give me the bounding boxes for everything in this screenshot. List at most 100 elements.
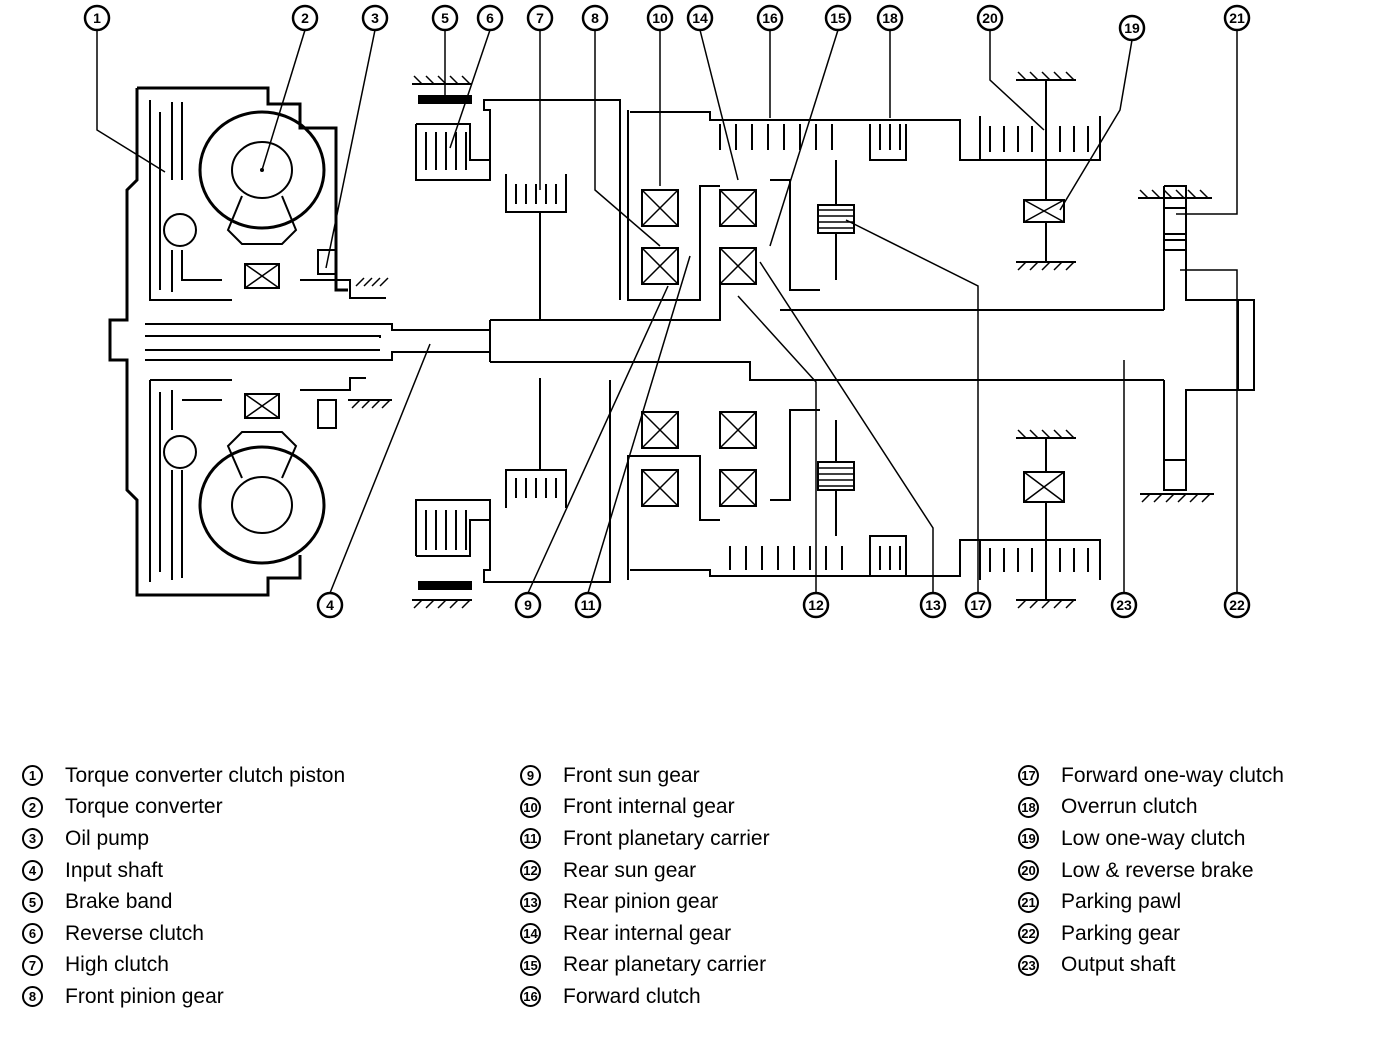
legend-label: High clutch — [65, 953, 169, 977]
legend-number: 14 — [520, 923, 541, 945]
high-clutch — [505, 174, 567, 508]
callout-8: 8 — [581, 4, 609, 32]
legend-number: 20 — [1018, 860, 1039, 882]
callout-circle — [574, 591, 602, 619]
callout-number: 4 — [326, 597, 334, 613]
legend-label: Brake band — [65, 890, 173, 914]
legend-label: Forward clutch — [563, 984, 701, 1008]
callout-circle — [824, 4, 852, 32]
legend-number: 1 — [22, 765, 43, 787]
legend-label: Torque converter — [65, 795, 223, 819]
callout-15: 15 — [824, 4, 852, 32]
legend-number: 13 — [520, 891, 541, 913]
legend-number: 4 — [22, 860, 43, 882]
callout-10: 10 — [646, 4, 674, 32]
callout-circle — [756, 4, 784, 32]
legend-label: Overrun clutch — [1061, 795, 1198, 819]
callout-circle — [526, 4, 554, 32]
callout-circle — [514, 591, 542, 619]
callout-circle — [976, 4, 1004, 32]
legend-label: Forward one-way clutch — [1061, 763, 1284, 787]
legend-label: Output shaft — [1061, 953, 1176, 977]
callout-18: 18 — [876, 4, 904, 32]
legend-number: 21 — [1018, 891, 1039, 913]
brake-band — [412, 75, 472, 609]
callout-13: 13 — [919, 591, 947, 619]
callout-21: 21 — [1223, 4, 1251, 32]
torque-converter-torus — [163, 110, 326, 565]
drum-lines — [490, 185, 1255, 460]
callout-23: 23 — [1110, 591, 1138, 619]
front-planetary — [627, 110, 720, 580]
callout-circle — [431, 4, 459, 32]
stator-clutch — [244, 263, 280, 419]
legend-number: 8 — [22, 986, 43, 1008]
legend-item: 22 Parking gear — [1018, 918, 1284, 950]
callout-circle — [964, 591, 992, 619]
callout-number: 13 — [925, 597, 941, 613]
forward-and-overrun-clutch — [630, 111, 980, 577]
legend-number: 22 — [1018, 923, 1039, 945]
legend-number: 9 — [520, 765, 541, 787]
callout-number: 11 — [581, 597, 596, 613]
callout-number: 7 — [536, 10, 544, 26]
legend-item: 21 Parking pawl — [1018, 886, 1284, 918]
callout-number: 10 — [652, 10, 668, 26]
callout-11: 11 — [574, 591, 602, 619]
legend-label: Rear internal gear — [563, 921, 732, 945]
callout-circle — [802, 591, 830, 619]
callout-circle — [686, 4, 714, 32]
rear-planetary — [719, 179, 820, 507]
callout-2: 2 — [291, 4, 319, 32]
legend-label: Front planetary carrier — [563, 826, 770, 850]
oil-pump — [300, 249, 392, 429]
legend-item: 9 Front sun gear — [520, 760, 770, 792]
legend-item: 23 Output shaft — [1018, 950, 1284, 982]
legend-number: 15 — [520, 954, 541, 976]
callout-circle — [83, 4, 111, 32]
callout-6: 6 — [476, 4, 504, 32]
legend-label: Parking gear — [1061, 921, 1181, 945]
legend-label: Torque converter clutch piston — [65, 763, 346, 787]
callout-22: 22 — [1223, 591, 1251, 619]
legend-number: 10 — [520, 796, 541, 818]
legend-label: Rear planetary carrier — [563, 953, 767, 977]
callout-number: 17 — [970, 597, 986, 613]
callout-number: 12 — [808, 597, 824, 613]
callout-circle — [876, 4, 904, 32]
input-shaft — [145, 320, 491, 362]
callout-3: 3 — [361, 4, 389, 32]
callout-17: 17 — [964, 591, 992, 619]
callout-4: 4 — [316, 591, 344, 619]
callout-1: 1 — [83, 4, 111, 32]
callout-circle — [1223, 591, 1251, 619]
legend-number: 23 — [1018, 954, 1039, 976]
legend-label: Parking pawl — [1061, 890, 1182, 914]
legend-number: 11 — [520, 828, 541, 850]
legend-item: 11 Front planetary carrier — [520, 823, 770, 855]
callout-16: 16 — [756, 4, 784, 32]
reverse-clutch — [415, 99, 621, 583]
torque-converter-housing — [108, 86, 348, 597]
callout-circle — [1223, 4, 1251, 32]
low-reverse-brake — [979, 71, 1101, 609]
legend-label: Front sun gear — [563, 763, 700, 787]
callout-20: 20 — [976, 4, 1004, 32]
legend-label: Input shaft — [65, 858, 164, 882]
callout-number: 15 — [830, 10, 846, 26]
callout-14: 14 — [686, 4, 714, 32]
callout-number: 6 — [486, 10, 494, 26]
legend-label: Oil pump — [65, 826, 150, 850]
legend-number: 18 — [1018, 796, 1039, 818]
callout-circle — [476, 4, 504, 32]
